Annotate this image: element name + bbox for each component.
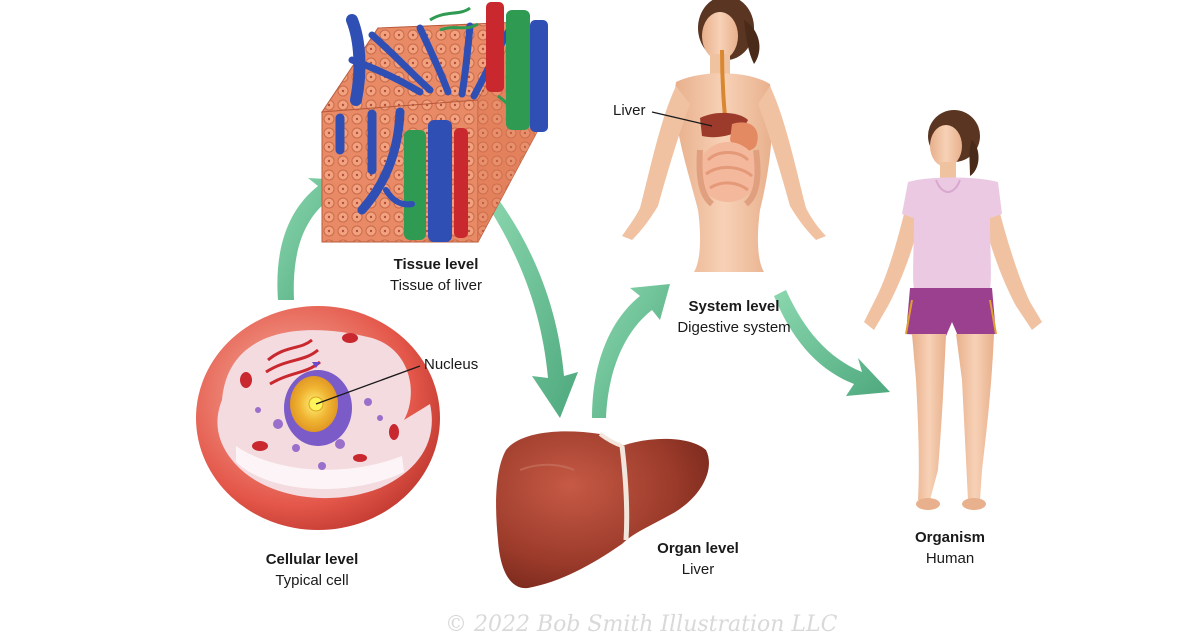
arrow-tissue-to-organ	[484, 196, 578, 418]
organ-level-label: Organ level Liver	[657, 538, 739, 580]
digestive-system-figure	[622, 0, 826, 272]
liver-tissue-illustration	[321, 2, 548, 243]
liver-organ-illustration	[496, 431, 709, 589]
tissue-level-label: Tissue level Tissue of liver	[390, 254, 482, 296]
cellular-level-subtitle: Typical cell	[275, 572, 349, 589]
organ-level-subtitle: Liver	[681, 561, 715, 578]
cellular-level-title: Cellular level	[265, 551, 359, 568]
system-level-title: System level	[688, 298, 780, 315]
tissue-level-subtitle: Tissue of liver	[390, 277, 482, 294]
copyright-watermark: © 2022 Bob Smith Illustration LLC	[445, 612, 838, 637]
arrow-organ-to-system	[592, 284, 670, 418]
typical-cell-illustration	[196, 306, 440, 530]
organism-level-label: Organism Human	[915, 527, 985, 569]
nucleus-callout-line	[315, 365, 421, 405]
arrow-cell-to-tissue	[277, 178, 345, 300]
nucleus-callout: Nucleus	[424, 356, 479, 373]
organism-level-title: Organism	[914, 529, 986, 546]
human-organism-figure	[864, 110, 1042, 510]
liver-callout-line	[651, 111, 713, 127]
organism-level-subtitle: Human	[925, 550, 975, 567]
system-level-label: System level Digestive system	[677, 296, 790, 338]
organ-level-title: Organ level	[657, 540, 739, 557]
tissue-level-title: Tissue level	[393, 256, 479, 273]
system-level-subtitle: Digestive system	[677, 319, 791, 336]
liver-callout: Liver	[613, 102, 646, 119]
cellular-level-label: Cellular level Typical cell	[266, 549, 359, 591]
arrow-system-to-organism	[774, 290, 890, 396]
